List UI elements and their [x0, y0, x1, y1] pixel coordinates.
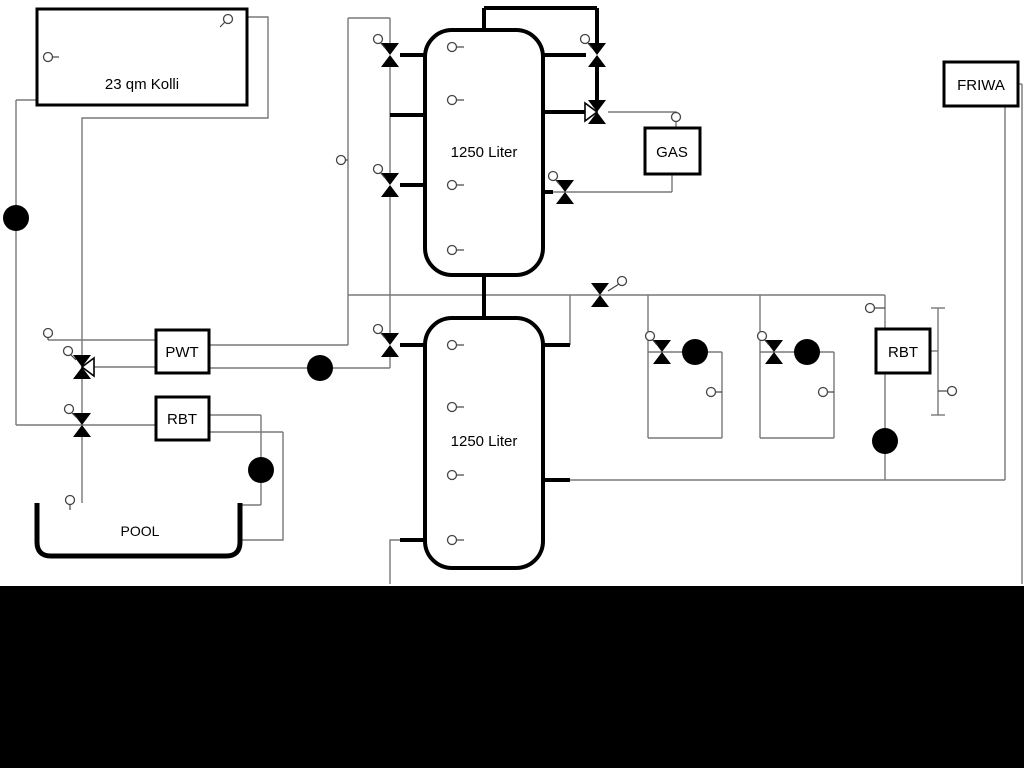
valve-actuator-icon	[756, 330, 768, 342]
valve-actuator-icon	[579, 33, 591, 45]
valve-actuator-icon	[616, 275, 628, 287]
gas-label: GAS	[656, 144, 688, 161]
sensor-icon	[42, 51, 54, 63]
pipe	[389, 539, 400, 584]
sensor-icon	[705, 386, 717, 398]
rbt-left-box	[154, 395, 211, 442]
pwt-heat-exchanger-box	[154, 328, 211, 375]
sensor-icon	[446, 401, 458, 413]
sensor-icon	[446, 339, 458, 351]
pump-right-circuit1-icon	[682, 339, 708, 365]
valve-actuator-icon	[372, 163, 384, 175]
sensor-icon	[446, 469, 458, 481]
sensor-icon	[864, 302, 876, 314]
pool-label: POOL	[121, 523, 160, 539]
rbt-right-label: RBT	[888, 344, 918, 361]
sensor-icon	[64, 494, 76, 506]
sensor-icon	[222, 13, 234, 25]
sensor-icon	[817, 386, 829, 398]
solar-collector-box	[35, 7, 249, 107]
sensors	[42, 13, 958, 546]
sensor-icon	[946, 385, 958, 397]
pump-left-pwt-icon	[307, 355, 333, 381]
rbt-left-label: RBT	[167, 411, 197, 428]
rbt-right-box	[874, 327, 932, 375]
pipe-network-thick	[390, 6, 599, 542]
tank-top-label: 1250 Liter	[451, 144, 518, 161]
valve-actuator-icon	[63, 403, 75, 415]
pump-up-pool-icon	[248, 457, 274, 483]
sensor-icon	[42, 327, 54, 339]
sensor-icon	[446, 94, 458, 106]
pipe	[608, 111, 677, 128]
tank-bottom-label: 1250 Liter	[451, 433, 518, 450]
gas-boiler-box	[643, 126, 702, 176]
collector-label: 23 qm Kolli	[105, 76, 179, 93]
sensor-icon	[335, 154, 347, 166]
pwt-label: PWT	[165, 344, 198, 361]
valve-actuator-icon	[644, 330, 656, 342]
friwa-label: FRIWA	[957, 77, 1005, 94]
valve-3way-pwt-branch	[80, 356, 95, 378]
pump-up-collector-icon	[3, 205, 29, 231]
pool-basin	[34, 503, 243, 559]
pipe	[81, 16, 269, 355]
pump-right-circuit2-icon	[794, 339, 820, 365]
buffer-tank-bottom	[423, 316, 545, 570]
valve-actuator-icon	[372, 323, 384, 335]
pipe	[240, 432, 284, 541]
sensor-icon	[446, 41, 458, 53]
valve-actuator-icon	[62, 345, 74, 357]
sensor-icon	[446, 534, 458, 546]
valve-actuator-icon	[372, 33, 384, 45]
valve-3way-gas-branch	[584, 101, 599, 123]
sensor-icon	[670, 111, 682, 123]
valves	[73, 43, 783, 437]
sensor-icon	[446, 179, 458, 191]
sensor-icon	[446, 244, 458, 256]
black-letterbox-band	[0, 586, 1024, 768]
valve-actuator-icon	[547, 170, 559, 182]
pump-down-rbt-icon	[872, 428, 898, 454]
buffer-tank-top	[423, 28, 545, 277]
friwa-station-box	[942, 60, 1020, 108]
